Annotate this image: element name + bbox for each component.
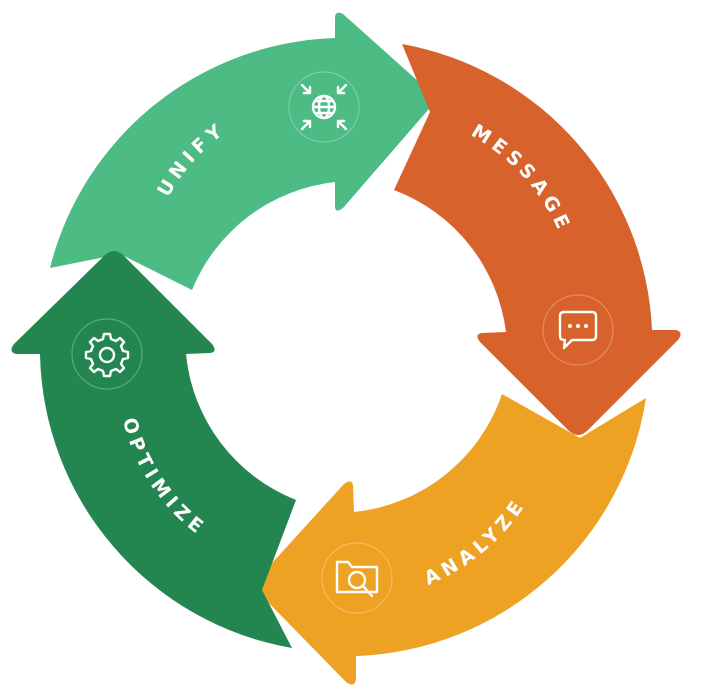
globe-converge-icon <box>288 71 360 143</box>
segment-optimize: OPTIMIZE <box>11 251 297 648</box>
folder-search-icon <box>321 542 393 614</box>
segment-analyze: ANALYZE <box>257 394 646 685</box>
arrow-optimize <box>11 251 297 648</box>
gear-icon <box>71 318 143 390</box>
arrow-analyze <box>257 394 646 685</box>
arrow-unify <box>50 12 433 291</box>
chat-bubble-icon <box>542 294 614 366</box>
segment-unify: UNIFY <box>50 12 433 291</box>
arrow-message <box>394 44 681 435</box>
segment-message: MESSAGE <box>394 44 681 435</box>
